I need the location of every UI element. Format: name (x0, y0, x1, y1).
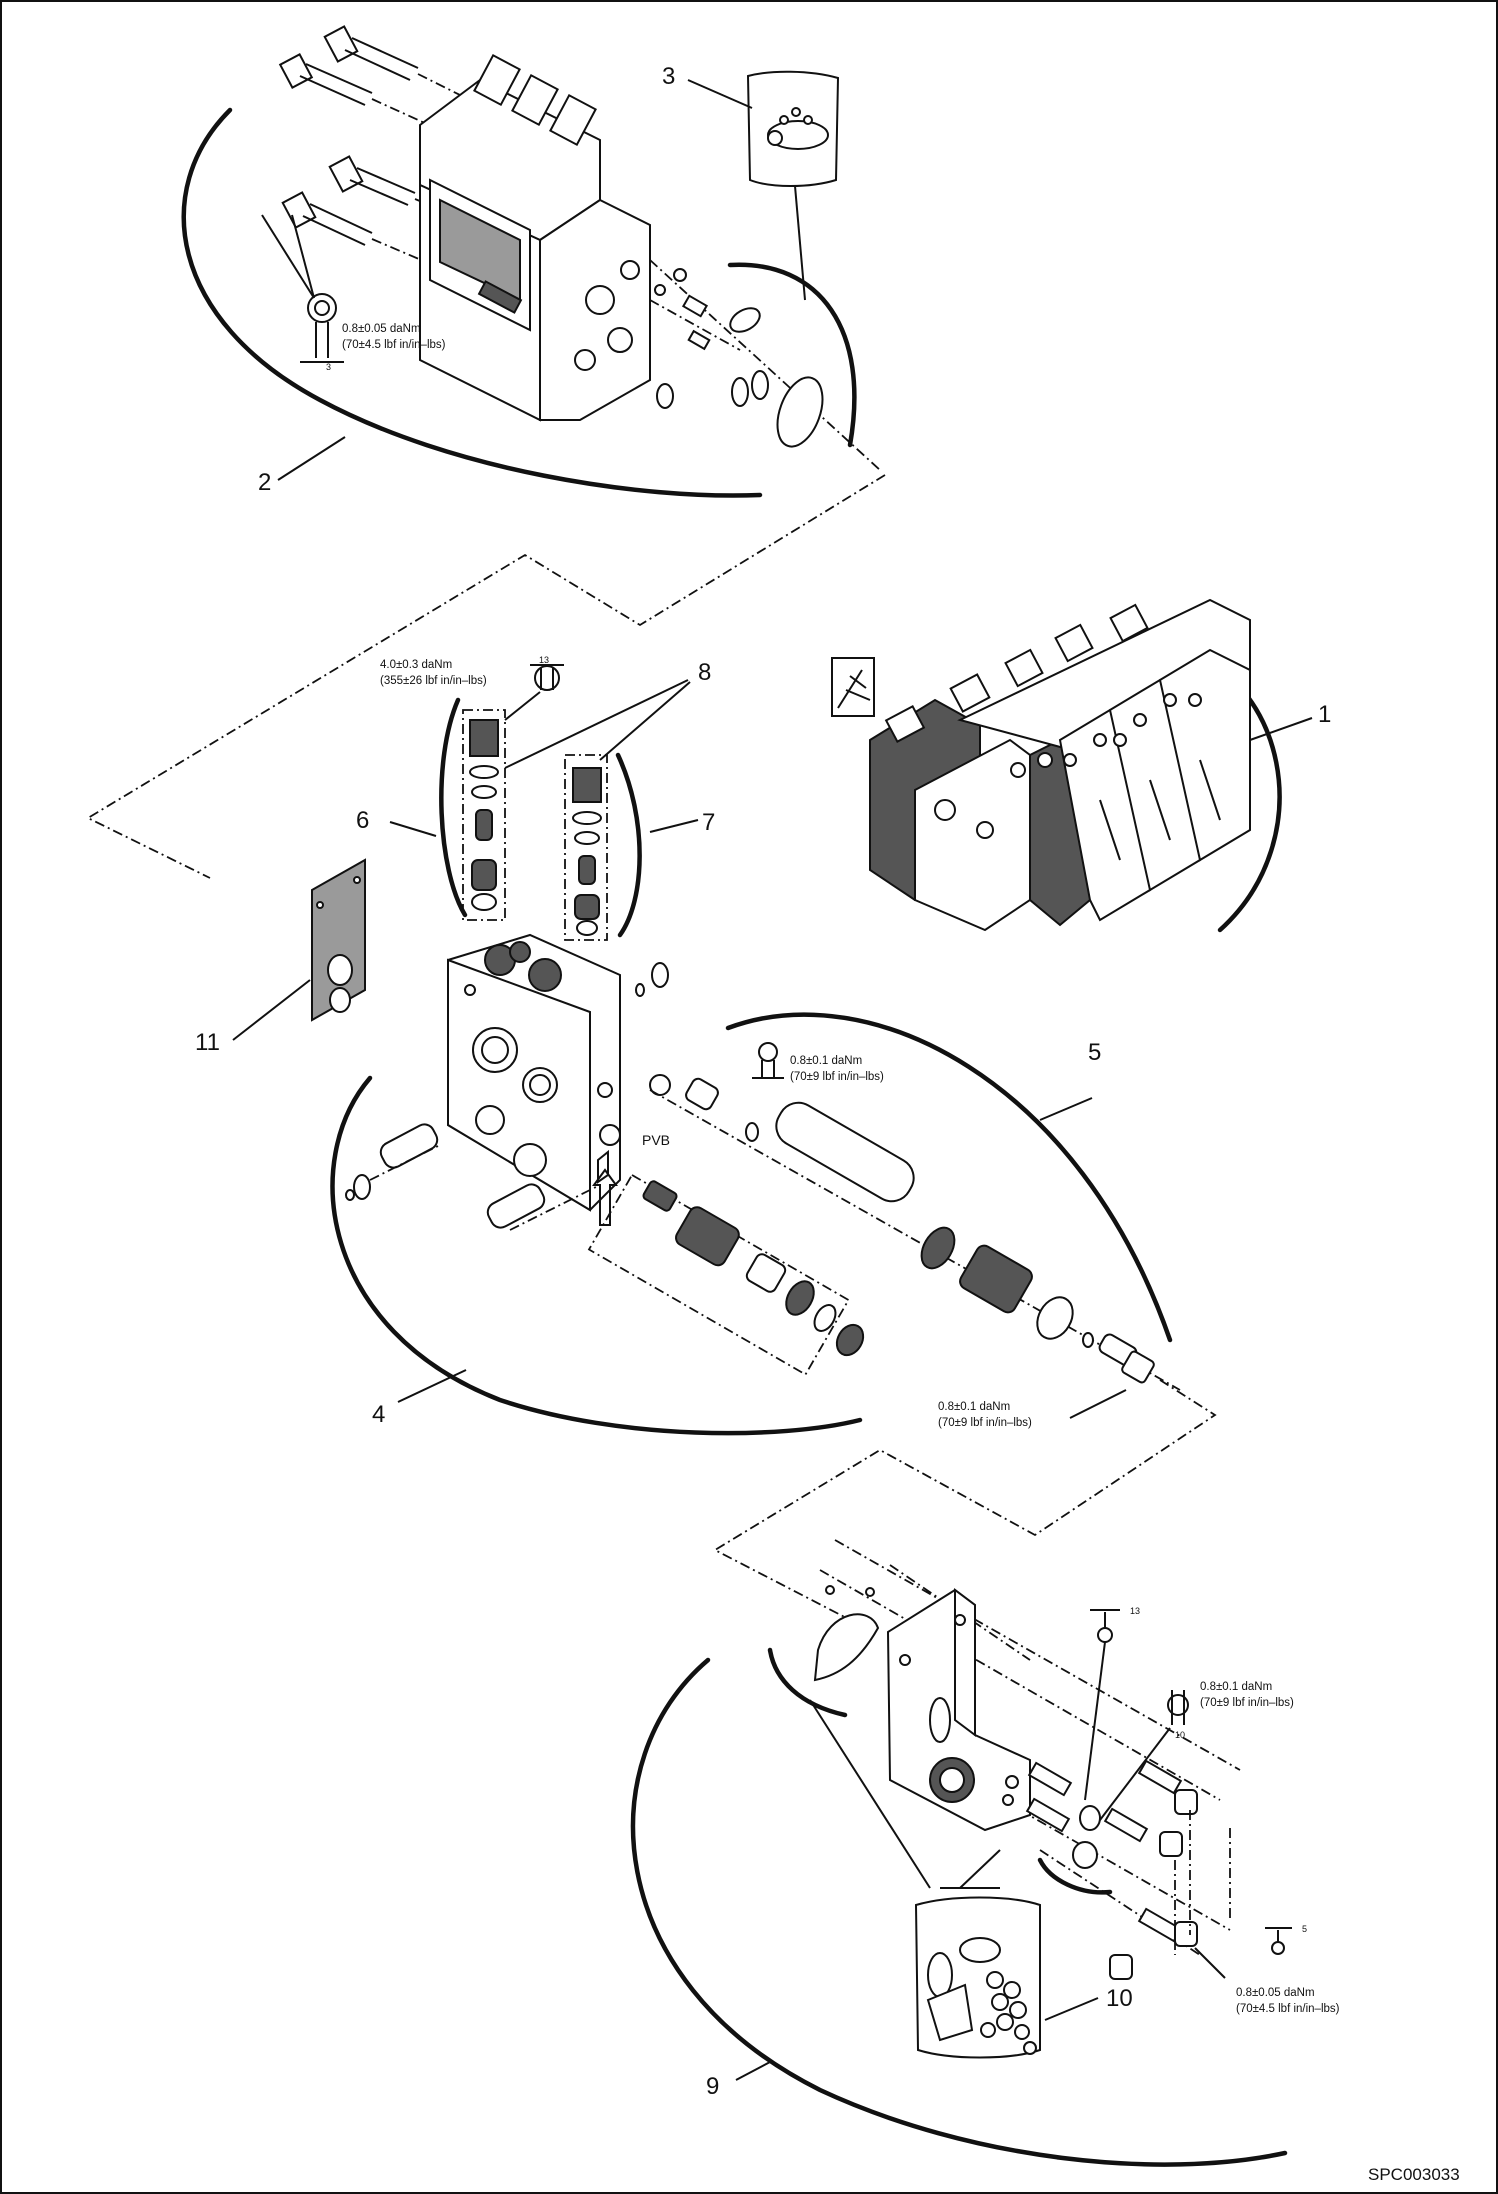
mounting-bolts (278, 25, 471, 269)
group-2-bracket-arc-right (727, 262, 857, 448)
torque-spec-spool-end-imperial: (70±9 lbf in/in–lbs) (938, 1417, 1032, 1429)
group-6-bracket (439, 697, 468, 918)
torque-wrench-icon-spool (752, 1042, 784, 1079)
cartridge-7-envelope (564, 754, 608, 941)
assembly-envelope-upper (86, 474, 886, 879)
group-9-bracket-small-2 (1037, 1857, 1113, 1895)
group-5-bracket-arc (725, 1012, 1173, 1343)
leader-line-screws (1194, 1947, 1226, 1979)
callout-9: 9 (706, 2073, 719, 2100)
group-2-control-module: 0.8±0.05 daNm (70±4.5 lbf in/in–lbs) 3 2 (181, 25, 881, 498)
leader-line-11 (232, 979, 311, 1041)
torque-spec-module-bolts-imperial: (70±4.5 lbf in/in–lbs) (342, 339, 446, 351)
leader-line-5 (1039, 1097, 1093, 1121)
assembly-envelope-lower (713, 1379, 1217, 1626)
callout-1: 1 (1318, 701, 1331, 728)
side-pins (345, 1123, 601, 1231)
callout-6: 6 (356, 807, 369, 834)
seal-kit-parts (649, 259, 881, 471)
torque-spec-cartridge-imperial: (355±26 lbf in/in–lbs) (380, 675, 487, 687)
lever-housing-body (886, 1588, 1031, 1832)
valve-bank-body (869, 598, 1251, 932)
group-9-bracket-small (767, 1647, 848, 1718)
callout-4: 4 (372, 1401, 385, 1428)
callout-5: 5 (1088, 1039, 1101, 1066)
tool-size-label: 13 (539, 655, 549, 665)
leader-line-8b (599, 681, 691, 761)
torque-spec-module-bolts: 0.8±0.05 daNm (342, 323, 421, 335)
leader-line-4 (397, 1369, 467, 1403)
torque-spec-spool-cap: 0.8±0.1 daNm (790, 1055, 862, 1067)
torque-spec-housing-imperial: (70±9 lbf in/in–lbs) (1200, 1697, 1294, 1709)
cartridge-6-parts (469, 719, 499, 911)
group-10-seal-kit-bag: 10 (809, 1699, 1133, 2059)
callout-10: 10 (1106, 1985, 1133, 2012)
spring-assembly-parts (642, 1180, 865, 1357)
group-5-spool: 0.8±0.1 daNm (70±9 lbf in/in–lbs) 5 0.8±… (649, 1012, 1181, 1429)
group-3-seal-kit-bag: 3 (662, 63, 840, 301)
callout-2: 2 (258, 469, 271, 496)
torque-spec-spool-cap-imperial: (70±9 lbf in/in–lbs) (790, 1071, 884, 1083)
callout-7: 7 (702, 809, 715, 836)
group-9-bracket-arc (630, 1657, 1288, 2167)
callout-8: 8 (698, 659, 711, 686)
section-block (447, 933, 671, 1226)
leader-line-7 (649, 819, 699, 833)
group-7-bracket (615, 752, 642, 938)
cartridge-6-envelope (462, 709, 506, 921)
groups-6-7-8-cartridges: 13 4.0±0.3 daNm (355±26 lbf in/in–lbs) 8… (356, 655, 715, 941)
cartridge-7-parts (572, 767, 602, 936)
leader-line-8a (504, 679, 689, 769)
leader-line-spool-end (1069, 1389, 1127, 1419)
port-label-pvb: PVB (642, 1132, 670, 1148)
torque-wrench-icon (261, 214, 344, 363)
torque-spec-cartridge: 4.0±0.3 daNm (380, 659, 452, 671)
tool-size-label: 13 (1130, 1606, 1140, 1616)
group-11-gasket: 11 (195, 858, 366, 1056)
leader-line-6 (389, 821, 437, 837)
torque-spec-screws: 0.8±0.05 daNm (1236, 1987, 1315, 1999)
torque-spec-spool-end: 0.8±0.1 daNm (938, 1401, 1010, 1413)
group-1-valve-assembly: 1 (831, 598, 1331, 933)
torque-spec-housing: 0.8±0.1 daNm (1200, 1681, 1272, 1693)
group-4-bracket-arc (330, 1075, 863, 1436)
callout-3: 3 (662, 63, 675, 90)
leader-line-2 (277, 436, 346, 481)
torque-wrench-icon-cartridge (504, 664, 564, 721)
figure-reference-code: SPC003033 (1368, 2165, 1460, 2184)
torque-wrench-icon-housing (1084, 1609, 1292, 1955)
group-9-lever-housing: 13 10 5 0.8±0.1 daNm (70±9 lbf in/in–lbs… (630, 1539, 1340, 2167)
tool-size-label: 10 (1175, 1730, 1185, 1740)
torque-spec-screws-imperial: (70±4.5 lbf in/in–lbs) (1236, 2003, 1340, 2015)
spool-parts (685, 1077, 1155, 1384)
control-module-body (419, 53, 651, 422)
group-4-parts: 4 (330, 1075, 865, 1436)
callout-11: 11 (195, 1029, 220, 1056)
group-2-bracket-arc (181, 107, 763, 498)
spring-assembly-envelope (587, 1173, 850, 1376)
leader-line-9 (735, 2061, 771, 2081)
tool-size-label: 3 (326, 362, 331, 372)
tool-size-label: 5 (1302, 1924, 1307, 1934)
seal-gasket (813, 1613, 880, 1682)
housing-screws (1025, 1759, 1231, 1980)
leader-line-1 (1249, 717, 1313, 741)
